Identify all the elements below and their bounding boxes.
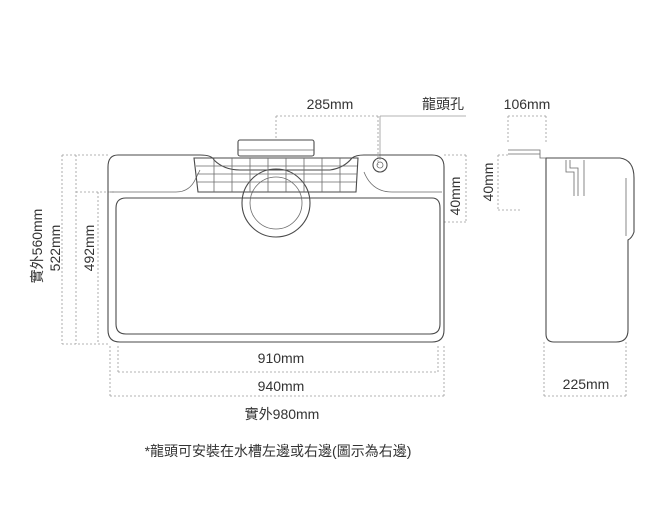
label-side-depth: 106mm bbox=[504, 96, 551, 112]
label-outer-height: 實外560mm bbox=[29, 209, 45, 284]
sink-side-view bbox=[508, 149, 635, 343]
label-outer-width: 實外980mm bbox=[245, 406, 320, 422]
label-inner-height: 522mm bbox=[47, 225, 63, 272]
label-basin-height: 492mm bbox=[81, 225, 97, 272]
installation-note: *龍頭可安裝在水槽左邊或右邊(圖示為右邊) bbox=[145, 443, 412, 459]
label-faucet-hole: 龍頭孔 bbox=[422, 96, 464, 112]
label-top-offset: 285mm bbox=[307, 96, 354, 112]
label-side-step-height: 40mm bbox=[480, 163, 496, 202]
label-inner-width: 940mm bbox=[258, 378, 305, 394]
label-basin-width: 910mm bbox=[258, 350, 305, 366]
wire-rack bbox=[193, 139, 359, 193]
label-right-step-height: 40mm bbox=[447, 177, 463, 216]
label-side-width: 225mm bbox=[563, 376, 610, 392]
dimension-labels: 285mm 龍頭孔 106mm 40mm 40mm 實外560mm 522mm … bbox=[29, 96, 609, 459]
dimension-lines bbox=[61, 115, 627, 397]
sink-front-view bbox=[107, 154, 445, 343]
